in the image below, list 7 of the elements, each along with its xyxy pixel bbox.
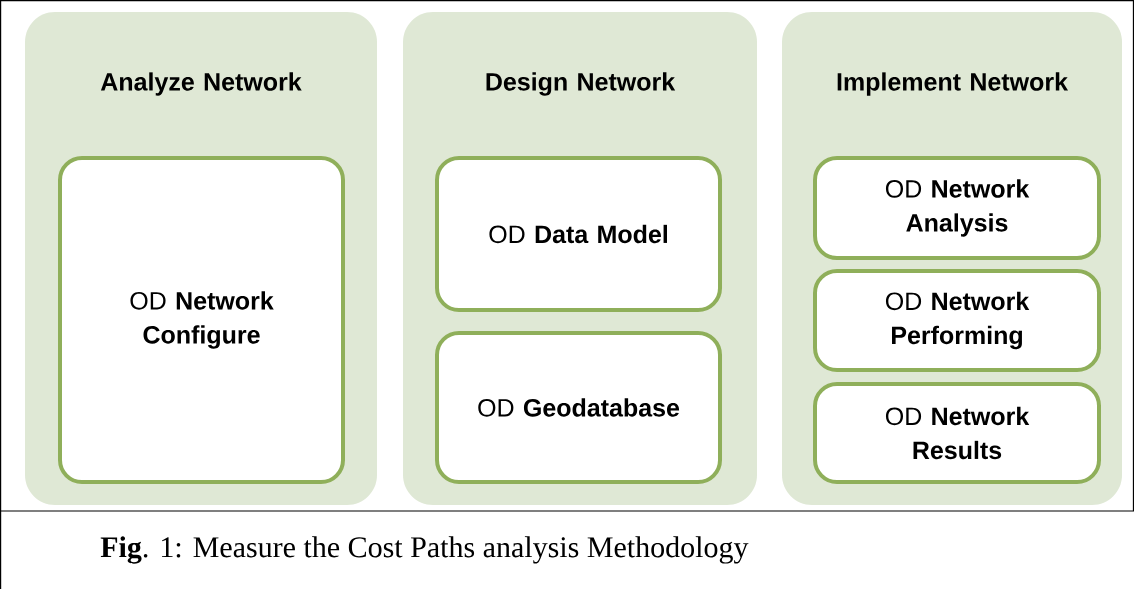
process-box: OD Network Results: [813, 382, 1101, 484]
process-box: OD Network Configure: [58, 156, 345, 484]
process-box: OD Network Analysis: [813, 156, 1101, 260]
process-box: OD Geodatabase: [435, 331, 722, 484]
process-box: OD Network Performing: [813, 269, 1101, 372]
caption: Fig. 1: Measure the Cost Paths analysis Methodology: [100, 536, 749, 564]
process-box: OD Data Model: [435, 156, 722, 312]
